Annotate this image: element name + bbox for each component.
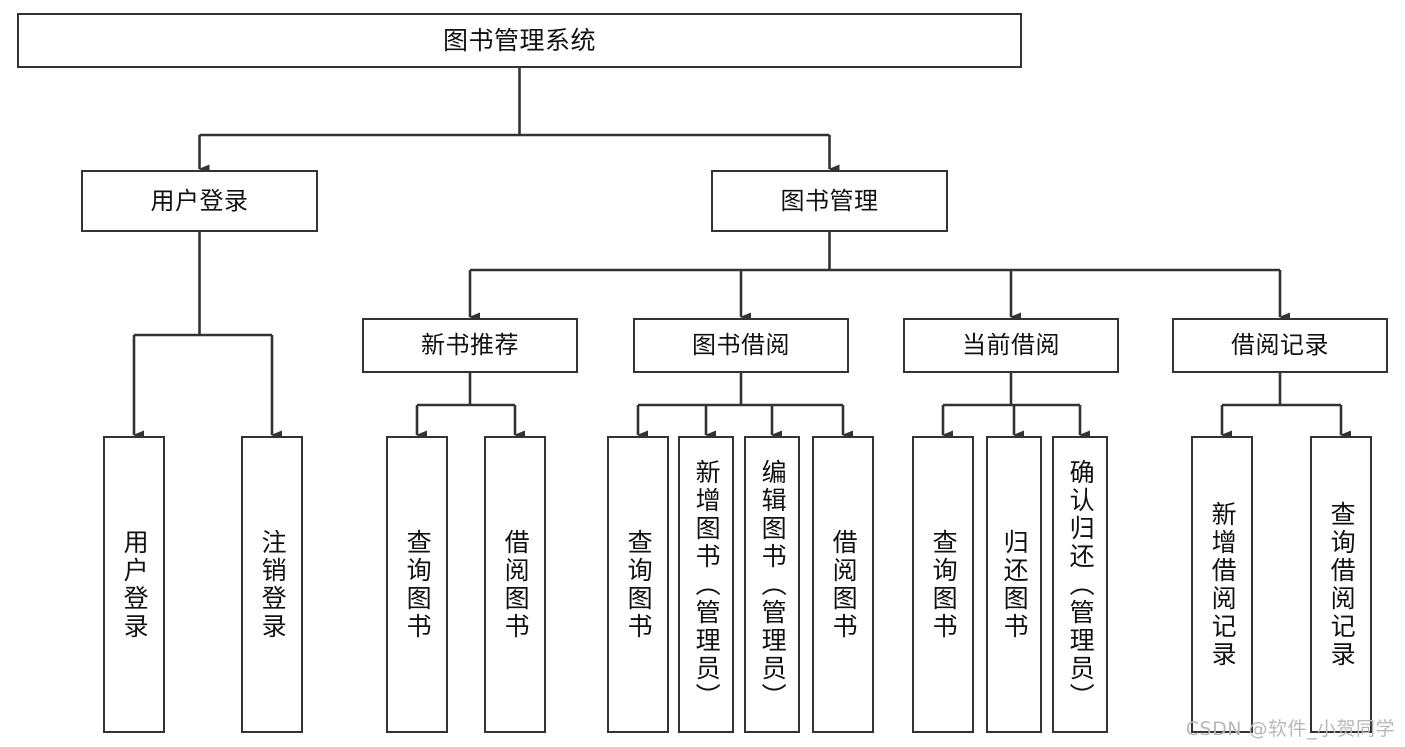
node-l-cur-2[interactable]: 归还图书 — [986, 436, 1042, 733]
node-l-new-1[interactable]: 查询图书 — [386, 436, 448, 733]
node-label-l-bor-2: 新增图书（管理员） — [692, 458, 722, 711]
node-label-l-bor-3: 编辑图书（管理员） — [758, 458, 788, 711]
node-records[interactable]: 借阅记录 — [1172, 318, 1388, 373]
node-newbook[interactable]: 新书推荐 — [362, 318, 578, 373]
node-label-l-new-1: 查询图书 — [403, 528, 433, 641]
connector-lines — [132, 68, 1351, 440]
csdn-watermark: CSDN @软件_小贺同学 — [1185, 718, 1395, 740]
node-l-bor-2[interactable]: 新增图书（管理员） — [678, 436, 734, 733]
node-l-cur-3[interactable]: 确认归还（管理员） — [1052, 436, 1108, 733]
node-label-records: 借阅记录 — [1231, 331, 1329, 360]
node-borrow[interactable]: 图书借阅 — [633, 318, 849, 373]
node-l-login-2[interactable]: 注销登录 — [241, 436, 303, 733]
node-label-l-bor-1: 查询图书 — [624, 528, 654, 641]
node-current[interactable]: 当前借阅 — [903, 318, 1119, 373]
node-label-l-new-2: 借阅图书 — [501, 528, 531, 641]
node-label-l-login-1: 用户登录 — [120, 528, 150, 641]
node-label-l-cur-1: 查询图书 — [929, 528, 959, 641]
node-l-rec-1[interactable]: 新增借阅记录 — [1191, 436, 1253, 733]
node-l-bor-4[interactable]: 借阅图书 — [812, 436, 874, 733]
node-l-bor-1[interactable]: 查询图书 — [607, 436, 669, 733]
node-label-l-cur-3: 确认归还（管理员） — [1066, 458, 1096, 711]
node-l-login-1[interactable]: 用户登录 — [103, 436, 165, 733]
node-label-login: 用户登录 — [150, 186, 249, 215]
node-label-l-rec-1: 新增借阅记录 — [1208, 500, 1238, 669]
node-label-newbook: 新书推荐 — [421, 331, 519, 360]
node-root[interactable]: 图书管理系统 — [17, 13, 1022, 68]
node-label-current: 当前借阅 — [962, 331, 1060, 360]
node-label-l-bor-4: 借阅图书 — [829, 528, 859, 641]
node-l-new-2[interactable]: 借阅图书 — [484, 436, 546, 733]
node-label-l-login-2: 注销登录 — [258, 528, 288, 641]
node-label-root: 图书管理系统 — [442, 25, 596, 55]
node-l-rec-2[interactable]: 查询借阅记录 — [1310, 436, 1372, 733]
node-bookmgmt[interactable]: 图书管理 — [711, 170, 948, 232]
node-label-borrow: 图书借阅 — [692, 331, 790, 360]
node-l-cur-1[interactable]: 查询图书 — [912, 436, 974, 733]
node-label-l-rec-2: 查询借阅记录 — [1327, 500, 1357, 669]
node-label-l-cur-2: 归还图书 — [1000, 528, 1030, 641]
node-label-bookmgmt: 图书管理 — [780, 186, 879, 215]
node-l-bor-3[interactable]: 编辑图书（管理员） — [744, 436, 800, 733]
node-login[interactable]: 用户登录 — [81, 170, 318, 232]
